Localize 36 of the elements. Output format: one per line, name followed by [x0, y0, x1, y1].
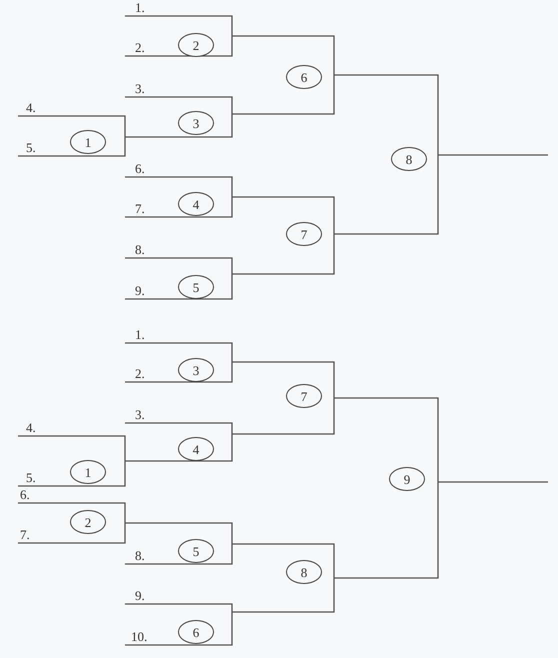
- game-number-oval: 2: [70, 510, 106, 534]
- game-number-oval: 4: [178, 192, 214, 216]
- slot-number: 1.: [135, 1, 145, 14]
- slot-number: 3.: [135, 82, 145, 95]
- slot-number: 7.: [20, 528, 30, 541]
- slot-number: 8.: [135, 243, 145, 256]
- slot-number: 1.: [135, 328, 145, 341]
- game-number-oval: 8: [391, 147, 427, 171]
- game-number-oval: 5: [178, 275, 214, 299]
- game-number-oval: 3: [178, 111, 214, 135]
- slot-number: 5.: [26, 141, 36, 154]
- slot-number: 2.: [135, 367, 145, 380]
- game-number-oval: 1: [70, 130, 106, 154]
- game-number-oval: 6: [178, 620, 214, 644]
- slot-number: 4.: [26, 421, 36, 434]
- game-number-oval: 5: [178, 539, 214, 563]
- game-number-oval: 9: [389, 467, 425, 491]
- game-number-oval: 7: [286, 222, 322, 246]
- slot-number: 6.: [135, 162, 145, 175]
- slot-number: 2.: [135, 41, 145, 54]
- slot-number: 5.: [26, 471, 36, 484]
- game-number-oval: 4: [178, 437, 214, 461]
- game-number-oval: 7: [286, 384, 322, 408]
- game-number-oval: 2: [178, 33, 214, 57]
- game-number-oval: 1: [70, 460, 106, 484]
- game-number-oval: 3: [178, 358, 214, 382]
- slot-number: 10.: [131, 630, 148, 643]
- slot-number: 8.: [135, 549, 145, 562]
- slot-number: 9.: [135, 284, 145, 297]
- slot-number: 9.: [135, 589, 145, 602]
- slot-number: 7.: [135, 202, 145, 215]
- slot-number: 3.: [135, 408, 145, 421]
- slot-number: 6.: [20, 488, 30, 501]
- slot-number: 4.: [26, 101, 36, 114]
- game-number-oval: 8: [286, 560, 322, 584]
- game-number-oval: 6: [286, 65, 322, 89]
